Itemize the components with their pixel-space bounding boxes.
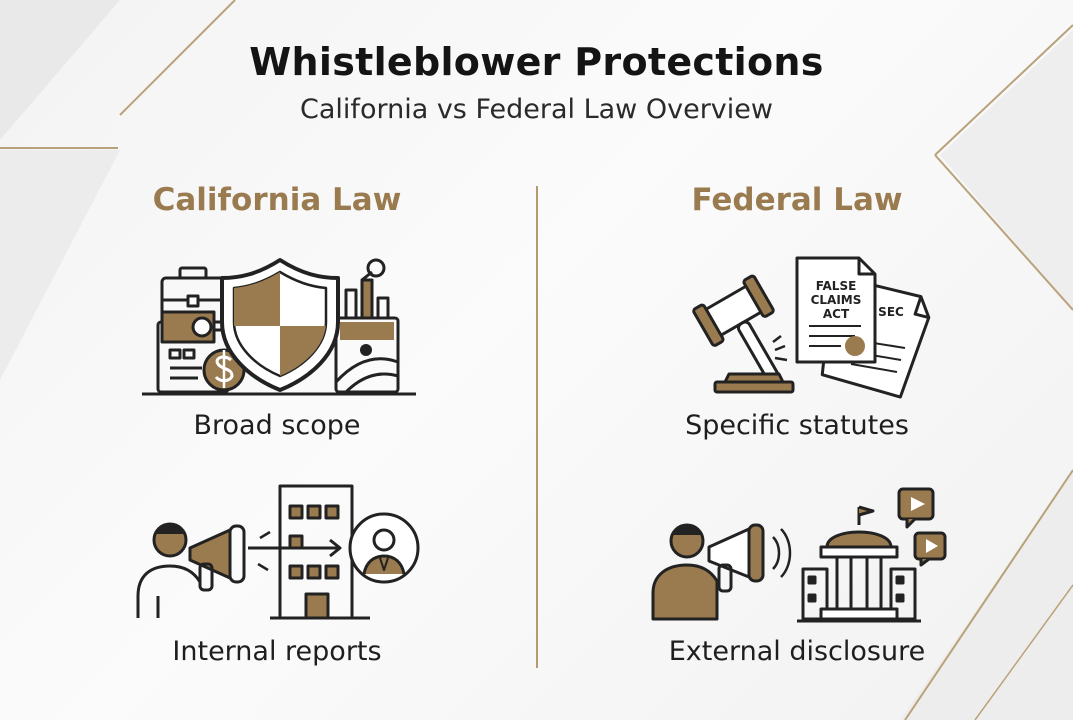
megaphone-to-government-icon [651, 487, 947, 623]
label-external-disclosure: External disclosure [668, 636, 926, 667]
page-title: Whistleblower Protections [249, 40, 824, 84]
doc-text-false: FALSE [816, 279, 857, 293]
column-title-federal: Federal Law [691, 182, 903, 218]
doc-text-act: ACT [823, 307, 850, 321]
column-divider [536, 186, 538, 668]
label-internal-reports: Internal reports [172, 636, 382, 667]
megaphone-to-company-icon [136, 484, 420, 620]
column-title-california: California Law [152, 182, 402, 218]
page-subtitle: California vs Federal Law Overview [300, 94, 773, 125]
label-specific-statutes: Specific statutes [685, 410, 909, 441]
label-broad-scope: Broad scope [193, 410, 361, 441]
doc-text-sec: SEC [878, 305, 904, 319]
shield-briefcase-scope-icon [142, 258, 416, 396]
doc-text-claims: CLAIMS [811, 293, 862, 307]
gavel-documents-icon: FALSE CLAIMS ACT SEC [692, 256, 931, 399]
